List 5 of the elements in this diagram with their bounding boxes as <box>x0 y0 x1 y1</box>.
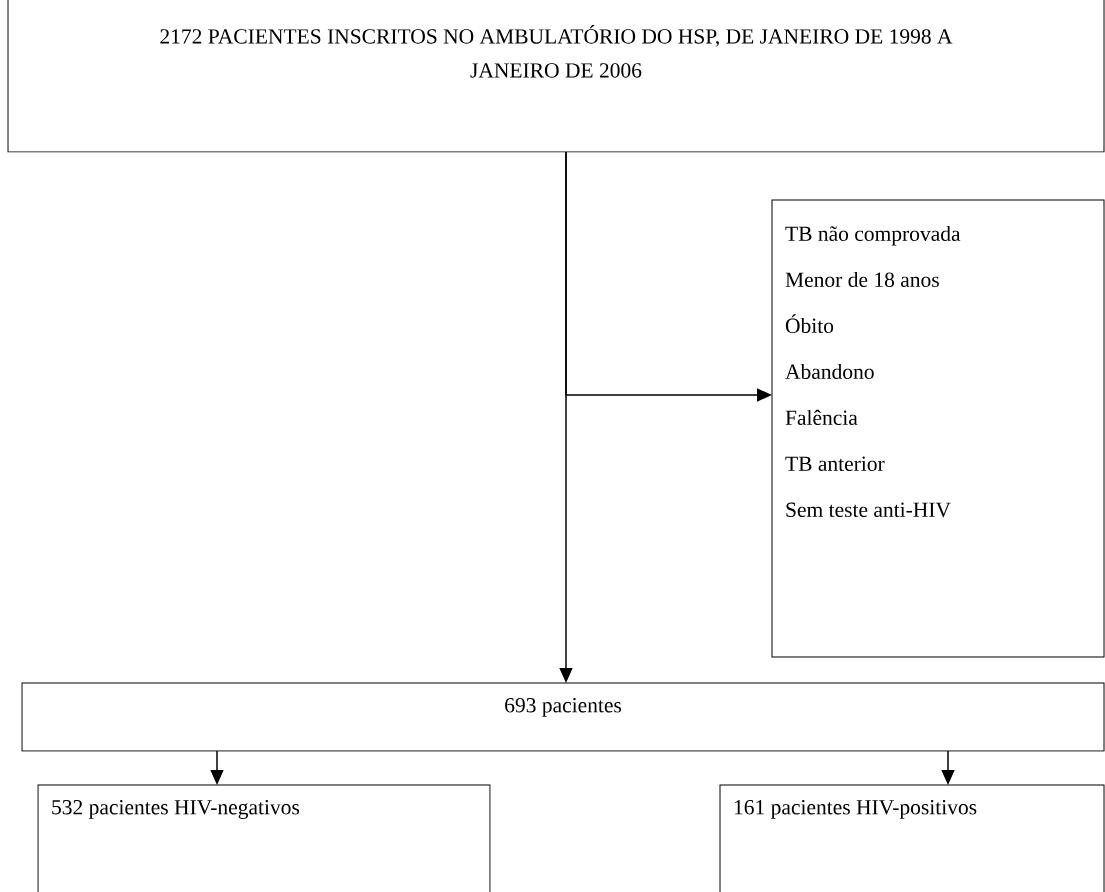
header-box: 2172 PACIENTES INSCRITOS NO AMBULATÓRIO DO HSP, DE JANEIRO DE 1998 A JANEIRO DE 2006 <box>7 0 1105 153</box>
exclusion-box: TB não comprovada Menor de 18 anos Óbito Abandono Falência TB anterior Sem teste anti-HIV <box>771 199 1105 658</box>
process-box: 532 pacientes HIV-negativos <box>37 784 491 892</box>
process-box: 161 pacientes HIV-positivos <box>719 784 1105 892</box>
process-box: 693 pacientes <box>21 682 1105 752</box>
